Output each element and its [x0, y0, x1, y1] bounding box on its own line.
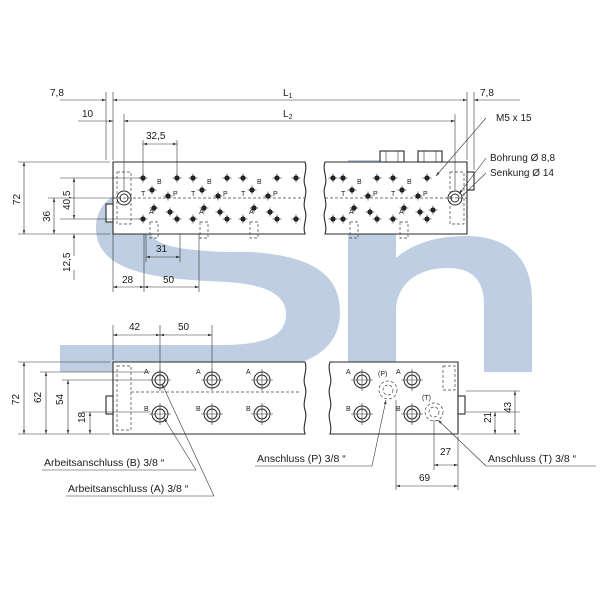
port-p-hidden — [378, 380, 398, 400]
valve-mounting-patterns: B T P A B T P A B T P A B T P A B T P A — [138, 173, 438, 224]
dim-L2: L2 — [283, 109, 293, 121]
port-letter-p: P — [423, 191, 428, 198]
dim-62: 62 — [33, 391, 44, 403]
port-letter-a: A — [199, 209, 204, 216]
callout-senkung: Senkung Ø 14 — [490, 168, 554, 179]
port-letter-p: P — [273, 191, 278, 198]
port-letter-b: B — [396, 406, 401, 413]
port-t-hidden — [424, 402, 444, 422]
port-letter-p: P — [173, 191, 178, 198]
callout-arbeits-b: Arbeitsanschluss (B) 3/8 “ — [44, 457, 165, 469]
dim-7-8-right: 7,8 — [480, 88, 494, 99]
top-p-fitting — [379, 150, 405, 163]
dim-18: 18 — [77, 411, 88, 423]
dim-27: 27 — [440, 447, 452, 458]
mounting-hole-right — [447, 190, 463, 206]
port-letter-a: A — [399, 209, 404, 216]
port-letter-t: T — [341, 191, 346, 198]
port-letter-b: B — [157, 179, 162, 186]
dim-36: 36 — [42, 210, 53, 222]
dim-28: 28 — [122, 275, 134, 286]
front-ports: A B A B A B A B A B — [144, 369, 423, 425]
dim-72-front: 72 — [11, 393, 22, 405]
port-letter-b: B — [257, 179, 262, 186]
dim-42: 42 — [129, 322, 141, 333]
port-letter-p: P — [223, 191, 228, 198]
dim-43: 43 — [503, 401, 514, 413]
port-letter-p: P — [373, 191, 378, 198]
port-letter-a: A — [246, 369, 251, 376]
callout-bohrung: Bohrung Ø 8,8 — [490, 153, 555, 164]
port-letter-b: B — [246, 406, 251, 413]
dim-10: 10 — [82, 109, 94, 120]
port-letter-a: A — [349, 209, 354, 216]
mounting-hole-left — [116, 190, 132, 206]
port-letter-a: A — [149, 209, 154, 216]
dim-54: 54 — [55, 393, 66, 405]
port-label-p: (P) — [378, 371, 387, 378]
top-left-plug — [105, 203, 114, 223]
dim-L1: L1 — [283, 88, 293, 100]
port-letter-t: T — [241, 191, 246, 198]
dim-32-5: 32,5 — [146, 131, 166, 142]
port-letter-t: T — [391, 191, 396, 198]
dim-21: 21 — [483, 411, 494, 423]
port-letter-b: B — [357, 179, 362, 186]
port-letter-a: A — [346, 369, 351, 376]
dim-72-top: 72 — [12, 193, 23, 205]
port-letter-b: B — [196, 406, 201, 413]
port-letter-b: B — [346, 406, 351, 413]
front-view: A B A B A B A B A B (P) (T) 42 50 72 62 54 — [11, 322, 596, 497]
port-letter-a: A — [196, 369, 201, 376]
front-right-plug — [457, 395, 466, 415]
port-letter-a: A — [249, 209, 254, 216]
callout-anschluss-t: Anschluss (T) 3/8 “ — [488, 453, 577, 465]
port-letter-b: B — [207, 179, 212, 186]
dim-50-top: 50 — [163, 275, 175, 286]
dim-31: 31 — [156, 244, 168, 255]
dim-12-5: 12,5 — [62, 252, 73, 272]
top-right-plug — [466, 171, 475, 191]
dim-50-front: 50 — [178, 322, 190, 333]
dim-69: 69 — [419, 473, 431, 484]
callout-arbeits-a: Arbeitsanschluss (A) 3/8 “ — [68, 483, 189, 495]
dim-40-5: 40,5 — [62, 190, 73, 210]
dim-7-8-left: 7,8 — [50, 88, 64, 99]
port-letter-t: T — [141, 191, 146, 198]
port-letter-a: A — [396, 369, 401, 376]
callout-anschluss-p: Anschluss (P) 3/8 “ — [257, 453, 346, 465]
callout-m5: M5 x 15 — [496, 113, 532, 124]
port-letter-t: T — [191, 191, 196, 198]
front-left-plug — [105, 395, 114, 415]
port-letter-a: A — [144, 369, 149, 376]
port-letter-b: B — [144, 406, 149, 413]
port-label-t: (T) — [422, 395, 431, 402]
top-t-fitting — [417, 150, 443, 163]
port-letter-b: B — [407, 179, 412, 186]
